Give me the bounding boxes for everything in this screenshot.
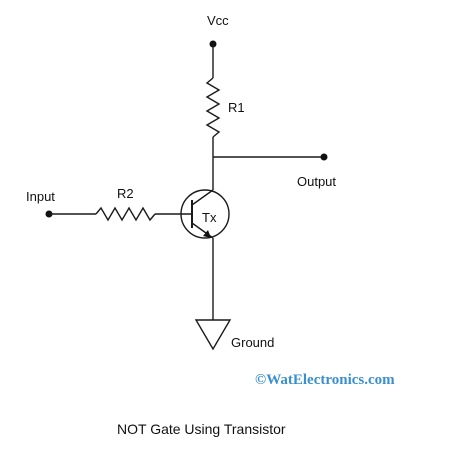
output-terminal (320, 153, 328, 161)
ground-label: Ground (231, 335, 274, 350)
resistor-r1 (205, 77, 221, 138)
resistor-r2 (95, 206, 156, 222)
transistor-tx (180, 189, 230, 239)
transistor-collector-lead (191, 189, 214, 206)
transistor-emitter-arrow-icon (203, 230, 211, 238)
vcc-label: Vcc (207, 13, 229, 28)
r1-label: R1 (228, 100, 245, 115)
diagram-caption: NOT Gate Using Transistor (117, 421, 286, 437)
ground-icon (194, 319, 232, 351)
input-label: Input (26, 189, 55, 204)
transistor-body (180, 189, 230, 239)
output-label: Output (297, 174, 336, 189)
r2-label: R2 (117, 186, 134, 201)
watermark-text: ©WatElectronics.com (255, 372, 395, 388)
transistor-label: Tx (202, 210, 217, 225)
